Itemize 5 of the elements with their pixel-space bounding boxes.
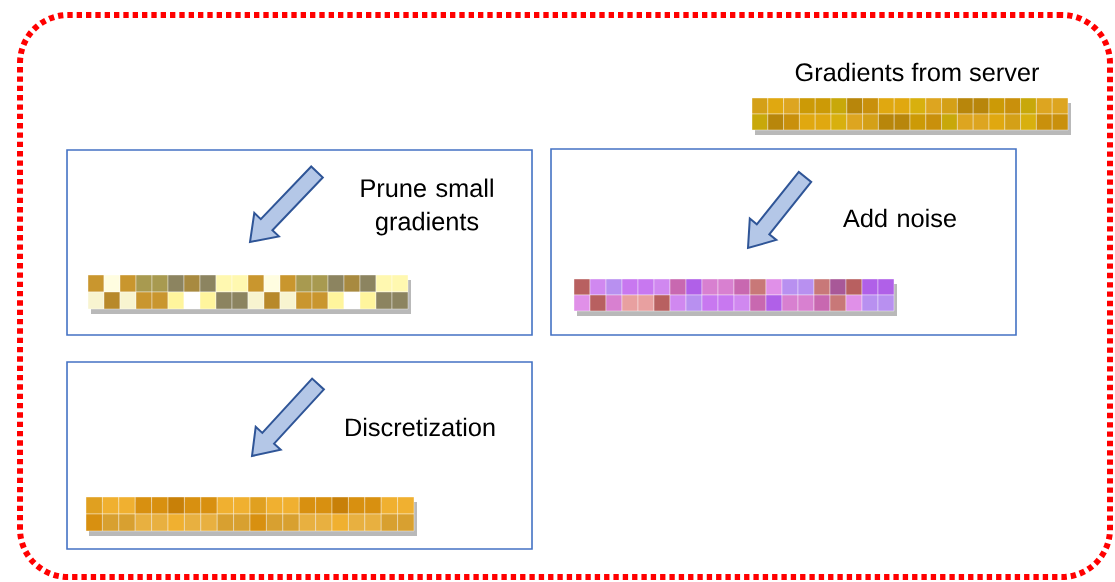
strip-label: Gradients from server bbox=[795, 62, 1039, 82]
process-box: Add noise bbox=[550, 148, 1017, 336]
process-box: Discretization bbox=[66, 361, 533, 550]
process-box: Prune small gradients bbox=[66, 149, 533, 336]
dotted-boundary bbox=[17, 12, 1113, 580]
